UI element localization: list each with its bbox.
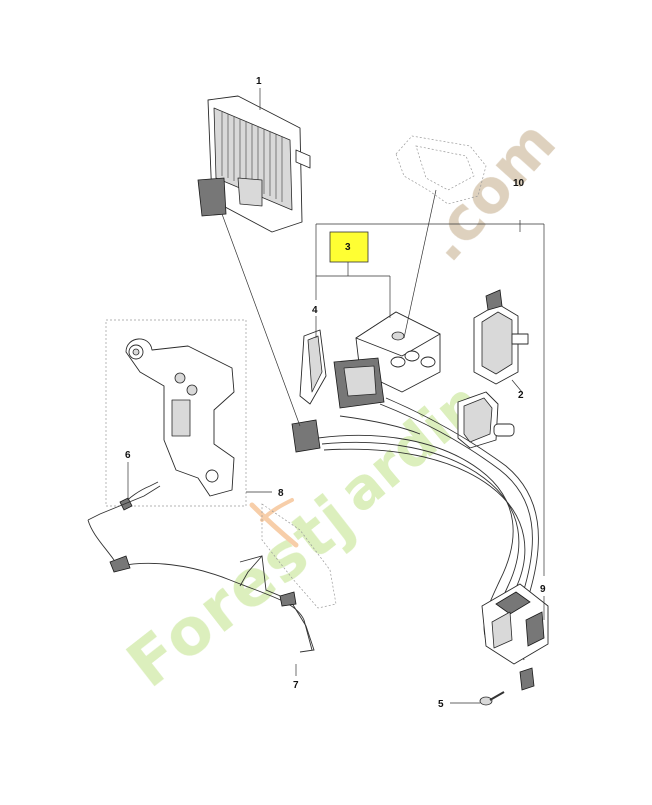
part-3-switch-assembly bbox=[291, 311, 441, 453]
part-7-cable bbox=[87, 485, 315, 653]
part-10-trigger-cover-outline bbox=[395, 135, 487, 205]
callout-labels: 1 2 3 4 5 6 7 8 9 10 bbox=[125, 76, 546, 710]
callout-2: 2 bbox=[518, 390, 524, 401]
part-8-lever bbox=[125, 338, 235, 497]
callout-9: 9 bbox=[540, 584, 546, 595]
callout-8: 8 bbox=[278, 488, 284, 499]
callout-10: 10 bbox=[513, 178, 525, 189]
svg-text:.com: .com bbox=[409, 108, 569, 275]
callout-4: 4 bbox=[312, 305, 318, 316]
handle-outline bbox=[261, 503, 337, 609]
callout-1: 1 bbox=[256, 76, 262, 87]
part-2-switches bbox=[457, 289, 529, 449]
callout-7: 7 bbox=[293, 680, 299, 691]
leader-lines bbox=[127, 88, 545, 704]
part-8-group-box bbox=[105, 319, 247, 507]
callout-5: 5 bbox=[438, 699, 444, 710]
callout-3-highlight bbox=[329, 231, 369, 263]
part-5-screw bbox=[479, 667, 535, 706]
svg-text:Forestj: Forestj bbox=[114, 481, 368, 702]
callout-6: 6 bbox=[125, 450, 131, 461]
callout-3: 3 bbox=[345, 242, 351, 253]
part-1-control-module bbox=[197, 95, 311, 233]
part-4-bracket bbox=[299, 329, 327, 405]
part-6-spring bbox=[119, 481, 159, 511]
part-9-wire-harness bbox=[317, 397, 549, 665]
